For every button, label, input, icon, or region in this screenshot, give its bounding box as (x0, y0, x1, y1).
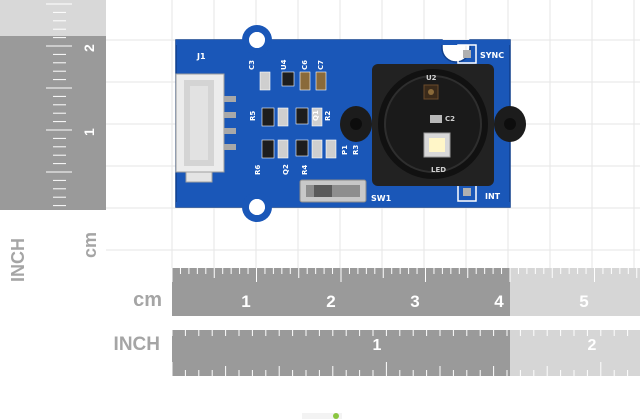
silk-c6: C6 (301, 60, 309, 70)
white-led (423, 132, 451, 158)
vertical-ruler-cm-1: 1 (81, 128, 97, 136)
smd-part (295, 107, 309, 125)
inch-ruler-number-1: 1 (373, 337, 382, 354)
smd-part (299, 71, 311, 91)
lens-housing: U2 C2 LED (340, 64, 526, 186)
sync-pad (457, 44, 477, 64)
silk-sync: SYNC (480, 51, 504, 60)
cm-ruler-label: cm (133, 289, 162, 311)
inch-ruler-number-2: 2 (588, 337, 597, 354)
smd-part (311, 107, 323, 127)
mounting-hole-bottom (249, 199, 265, 215)
silk-r6: R6 (254, 165, 262, 175)
smd-part (311, 139, 323, 159)
sensor-board: J1 SYNC INT SW1 C3 U4 C6 C7 R5 Q1 R2 R6 (175, 25, 526, 222)
cm-ruler-number-4: 4 (494, 292, 504, 311)
silk-c3: C3 (248, 60, 256, 70)
smd-part (277, 139, 289, 159)
cm-ruler-number-5: 5 (579, 292, 588, 311)
horizontal-inch-ruler: INCH 1 2 (114, 330, 640, 376)
silk-c2: C2 (445, 115, 455, 123)
smd-part (261, 139, 275, 159)
smd-part (261, 107, 275, 127)
grove-connector (175, 73, 236, 183)
cm-ruler-number-3: 3 (410, 292, 419, 311)
silk-c7: C7 (317, 60, 325, 70)
smd-part (277, 107, 289, 127)
silk-r3: R3 (352, 145, 360, 155)
silk-sw1: SW1 (371, 194, 392, 203)
bottom-mark (302, 413, 342, 419)
silk-u4: U4 (280, 59, 288, 70)
slide-switch (299, 179, 367, 203)
silk-q1: Q1 (312, 110, 320, 121)
silk-r2: R2 (324, 111, 332, 121)
vertical-ruler-cm-2: 2 (81, 44, 97, 52)
smd-part (295, 139, 309, 157)
cm-ruler-number-2: 2 (326, 292, 335, 311)
silk-j1: J1 (196, 52, 206, 61)
silk-r4: R4 (301, 165, 309, 175)
vertical-ruler-cm-label: cm (80, 232, 100, 258)
silk-led: LED (431, 166, 446, 174)
cm-ruler-number-1: 1 (241, 292, 250, 311)
silk-u2: U2 (426, 74, 437, 82)
smd-components (259, 71, 337, 159)
vertical-ruler: 2 1 INCH cm (0, 0, 106, 282)
silk-p1: P1 (341, 145, 349, 155)
silk-int: INT (485, 192, 501, 201)
smd-part (259, 71, 271, 91)
vertical-ruler-inch-label: INCH (8, 238, 28, 282)
silk-q2: Q2 (282, 164, 290, 175)
smd-part (315, 71, 327, 91)
mounting-hole-top (249, 32, 265, 48)
smd-part (325, 139, 337, 159)
silk-r5: R5 (249, 111, 257, 121)
smd-part (281, 71, 295, 87)
horizontal-cm-ruler: cm 1 2 3 4 5 (133, 268, 640, 316)
inch-ruler-label: INCH (114, 334, 160, 355)
